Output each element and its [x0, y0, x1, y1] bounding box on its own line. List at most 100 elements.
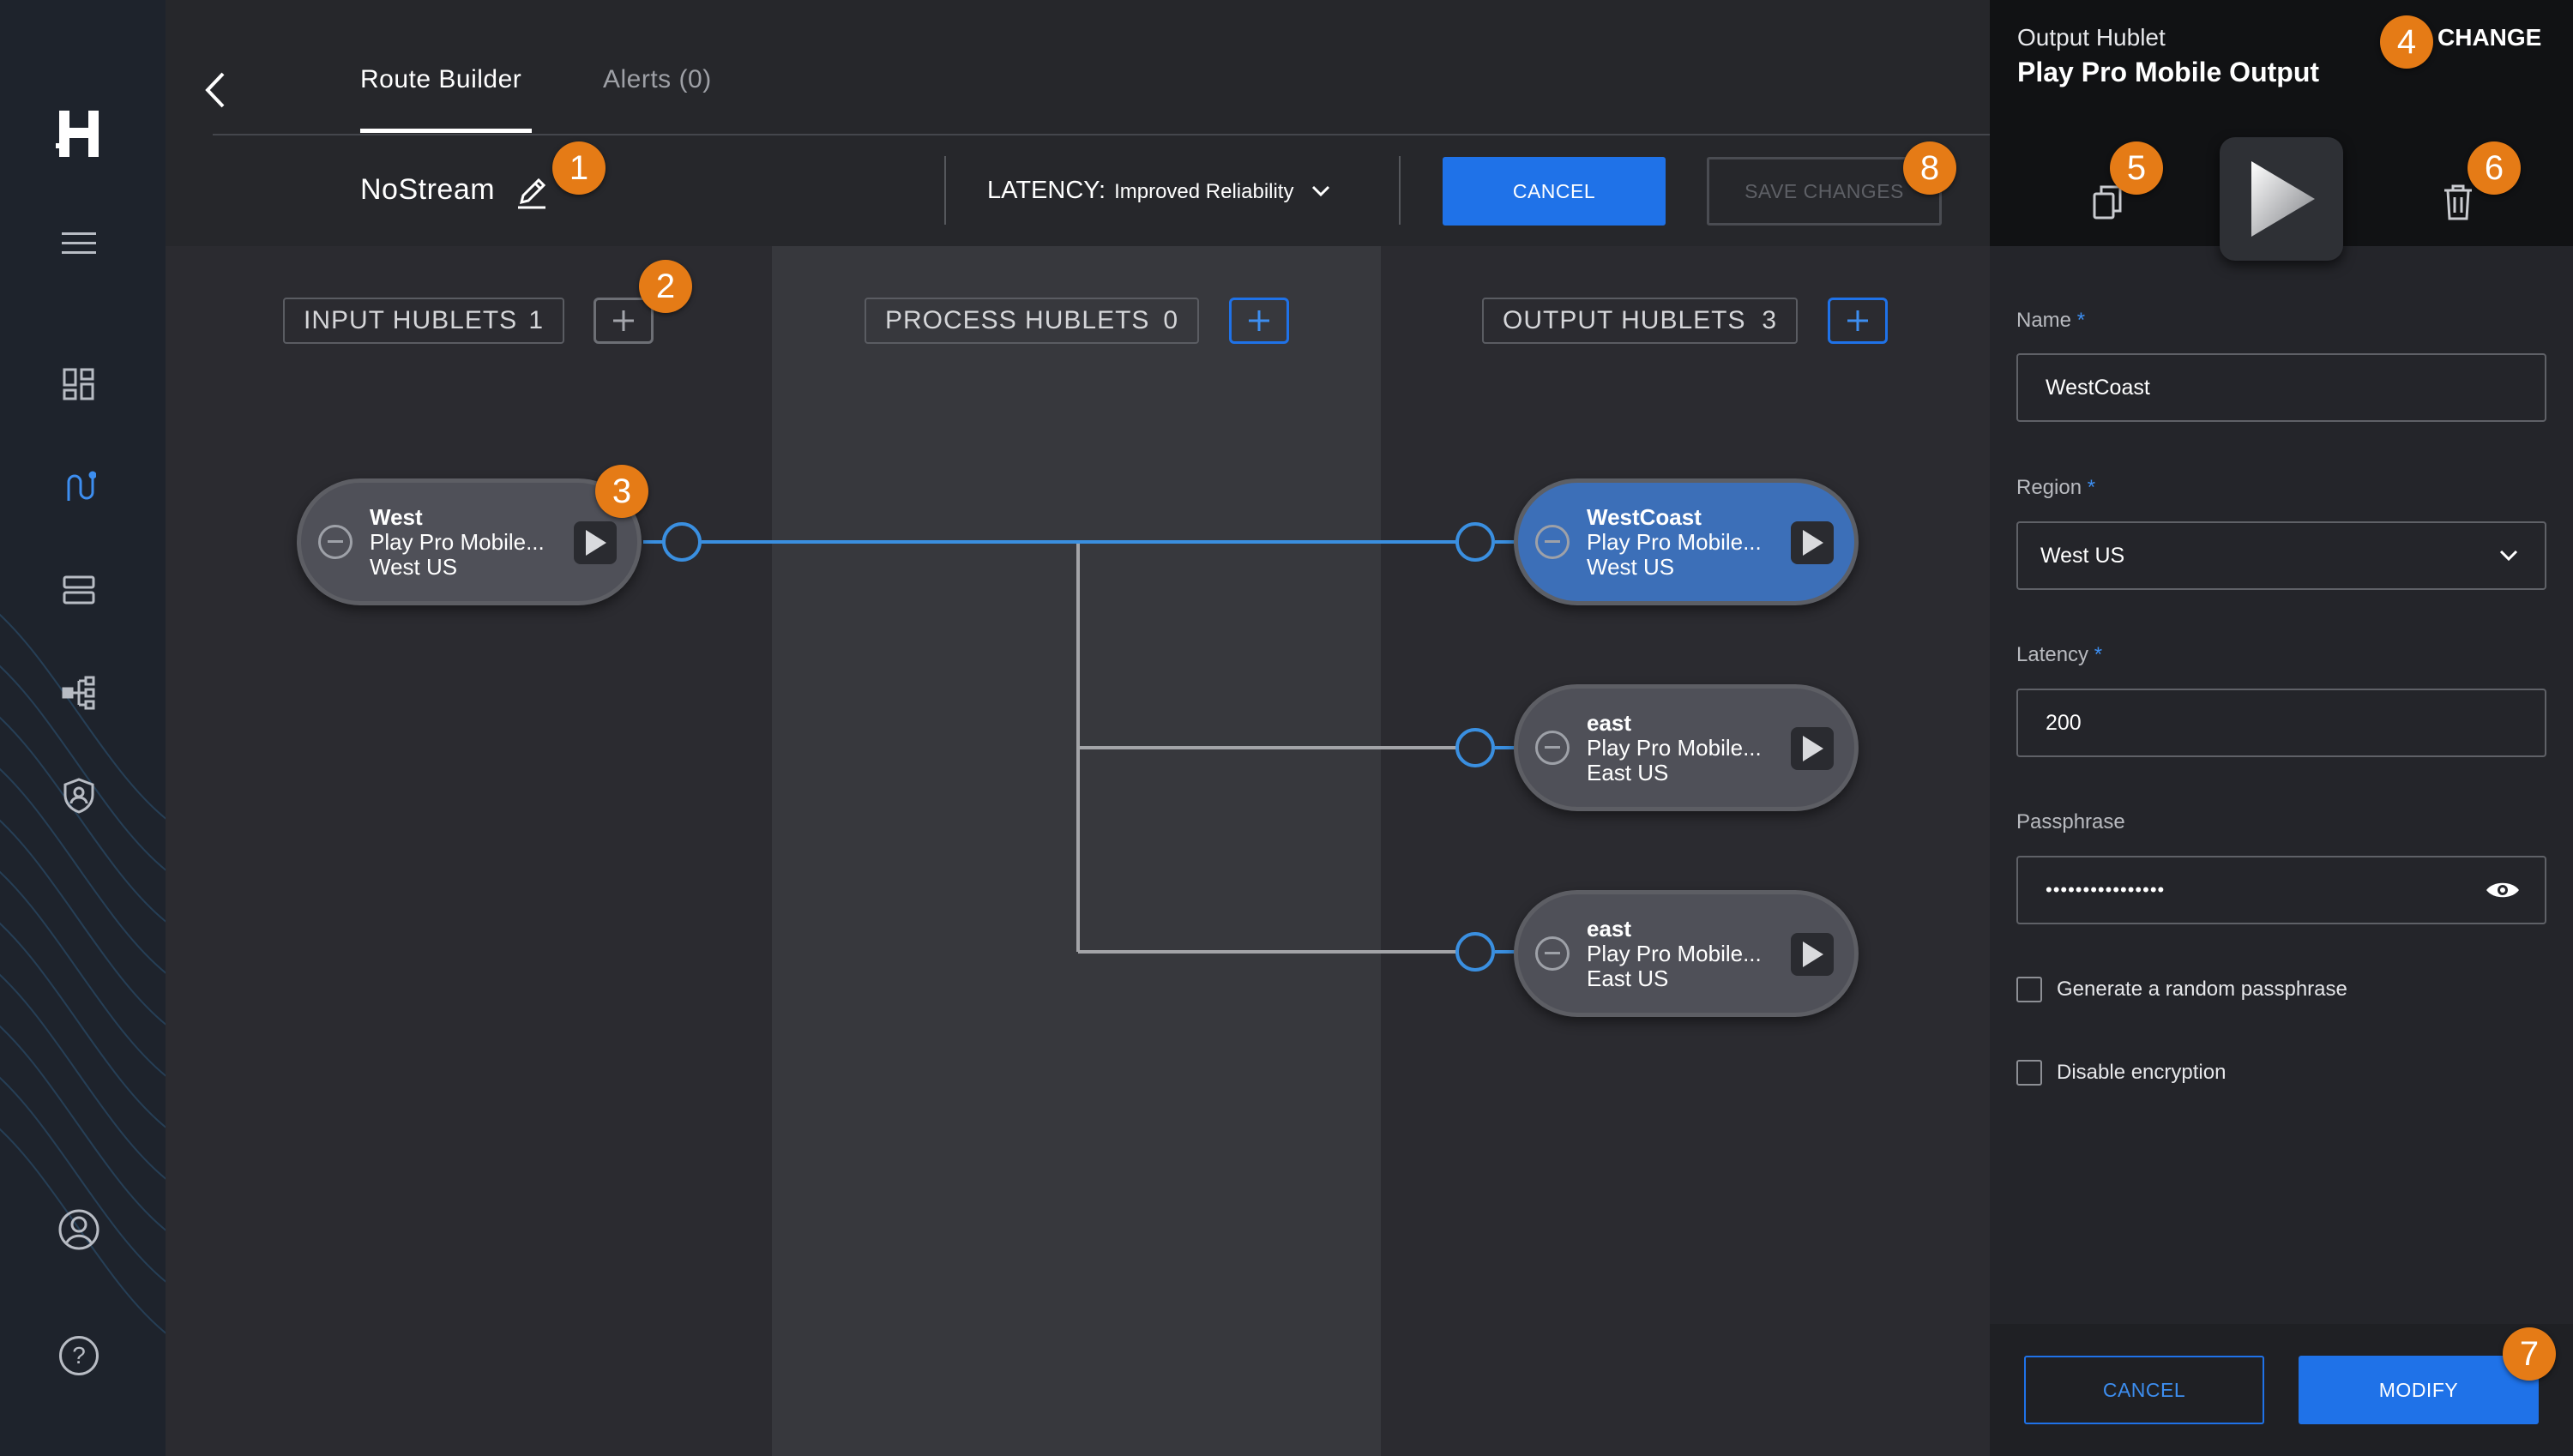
account-icon[interactable] — [57, 1207, 101, 1252]
copy-icon[interactable] — [2091, 184, 2124, 226]
play-icon — [1791, 727, 1834, 770]
dashboard-icon[interactable] — [57, 362, 101, 406]
node-region: East US — [1587, 966, 1669, 991]
connection-inactive — [1076, 542, 1456, 954]
eye-icon[interactable] — [2485, 878, 2521, 902]
edit-icon[interactable] — [515, 175, 549, 214]
callout-badge: 6 — [2468, 141, 2521, 195]
disable-encryption-checkbox[interactable] — [2016, 1060, 2042, 1086]
latency-label-text: Latency — [2016, 643, 2089, 666]
node-name: West — [370, 504, 423, 530]
callout-badge: 3 — [595, 465, 648, 518]
cancel-button[interactable]: CANCEL — [1443, 157, 1666, 226]
node-region: West US — [370, 554, 458, 580]
routes-icon[interactable] — [57, 465, 101, 509]
input-hublets-count: 1 — [528, 306, 544, 334]
latency-field[interactable]: 200 — [2016, 689, 2546, 757]
name-label-text: Name — [2016, 309, 2072, 332]
background-waves — [0, 613, 166, 1334]
required-marker: * — [2094, 643, 2103, 666]
process-hublets-count: 0 — [1163, 306, 1178, 334]
hierarchy-icon[interactable] — [57, 671, 101, 715]
region-select[interactable]: West US — [2016, 521, 2546, 590]
remove-icon[interactable] — [1535, 936, 1570, 971]
tab-alerts[interactable]: Alerts (0) — [603, 65, 712, 93]
name-field[interactable]: WestCoast — [2016, 353, 2546, 422]
save-changes-button[interactable]: SAVE CHANGES — [1707, 157, 1942, 226]
change-button[interactable]: CHANGE — [2437, 24, 2542, 51]
toolbar-separator — [944, 156, 946, 225]
chevron-down-icon — [2499, 550, 2518, 562]
node-text: West Play Pro Mobile... West US — [370, 505, 545, 580]
required-marker: * — [2087, 476, 2096, 499]
tab-route-builder[interactable]: Route Builder — [360, 65, 522, 93]
back-icon[interactable] — [202, 70, 228, 114]
region-label-text: Region — [2016, 476, 2082, 499]
node-text: east Play Pro Mobile... East US — [1587, 711, 1762, 785]
menu-icon[interactable] — [57, 221, 101, 266]
help-icon[interactable]: ? — [57, 1333, 101, 1378]
output-column — [1381, 246, 1990, 1456]
help-label: ? — [59, 1336, 99, 1375]
node-type: Play Pro Mobile... — [1587, 735, 1762, 761]
disable-encryption-label: Disable encryption — [2057, 1061, 2227, 1084]
remove-icon[interactable] — [1535, 731, 1570, 765]
output-hublet-node[interactable]: east Play Pro Mobile... East US — [1514, 890, 1859, 1017]
name-label: Name * — [2016, 309, 2085, 333]
add-output-hublet-button[interactable] — [1828, 298, 1888, 344]
input-hublets-label: INPUT HUBLETS — [304, 306, 518, 334]
latency-label: LATENCY: — [987, 177, 1106, 204]
latency-selector[interactable]: LATENCY: Improved Reliability — [987, 177, 1331, 205]
toolbar-separator — [1399, 156, 1401, 225]
passphrase-value: •••••••••••••••• — [2046, 879, 2166, 900]
tab-active-indicator — [360, 129, 532, 133]
region-value: West US — [2040, 543, 2125, 568]
remove-icon[interactable] — [1535, 525, 1570, 559]
output-hublet-node[interactable]: WestCoast Play Pro Mobile... West US — [1514, 478, 1859, 605]
node-type: Play Pro Mobile... — [1587, 529, 1762, 555]
region-label: Region * — [2016, 476, 2095, 500]
panel-subtitle: Output Hublet — [2017, 24, 2166, 51]
sidebar-nav: ? — [0, 0, 166, 1456]
node-name: east — [1587, 916, 1632, 942]
hublet-type-icon — [2220, 137, 2343, 261]
remove-icon[interactable] — [318, 525, 353, 559]
modify-button[interactable]: MODIFY — [2299, 1356, 2539, 1424]
panel-title: Play Pro Mobile Output — [2017, 57, 2320, 87]
callout-badge: 2 — [639, 260, 692, 313]
play-icon — [1791, 933, 1834, 976]
input-hublet-node[interactable]: West Play Pro Mobile... West US — [297, 478, 642, 605]
security-icon[interactable] — [57, 773, 101, 818]
input-port[interactable] — [1455, 932, 1495, 972]
callout-badge: 7 — [2503, 1327, 2556, 1381]
node-type: Play Pro Mobile... — [1587, 941, 1762, 966]
trash-icon[interactable] — [2443, 184, 2474, 226]
output-hublets-label: OUTPUT HUBLETS — [1503, 306, 1746, 334]
output-hublets-count: 3 — [1762, 306, 1777, 334]
node-region: East US — [1587, 760, 1669, 785]
callout-badge: 4 — [2380, 15, 2433, 69]
process-hublets-label: PROCESS HUBLETS — [885, 306, 1150, 334]
input-port[interactable] — [1455, 728, 1495, 767]
passphrase-label: Passphrase — [2016, 810, 2125, 833]
add-process-hublet-button[interactable] — [1229, 298, 1289, 344]
add-input-hublet-button[interactable] — [594, 298, 654, 344]
header — [166, 0, 1990, 246]
panel-cancel-button[interactable]: CANCEL — [2024, 1356, 2264, 1424]
node-region: West US — [1587, 554, 1675, 580]
random-passphrase-checkbox[interactable] — [2016, 977, 2042, 1002]
random-passphrase-label: Generate a random passphrase — [2057, 978, 2347, 1001]
output-port[interactable] — [662, 522, 702, 562]
passphrase-field[interactable]: •••••••••••••••• — [2016, 856, 2546, 924]
output-hublet-node[interactable]: east Play Pro Mobile... East US — [1514, 684, 1859, 811]
input-hublets-chip: INPUT HUBLETS 1 — [283, 298, 564, 344]
node-name: east — [1587, 710, 1632, 736]
play-icon — [1791, 521, 1834, 564]
node-name: WestCoast — [1587, 504, 1702, 530]
logo-icon[interactable] — [53, 108, 105, 159]
input-port[interactable] — [1455, 522, 1495, 562]
servers-icon[interactable] — [57, 568, 101, 612]
input-column — [166, 246, 772, 1456]
latency-field-label: Latency * — [2016, 643, 2102, 667]
output-hublets-chip: OUTPUT HUBLETS 3 — [1482, 298, 1798, 344]
